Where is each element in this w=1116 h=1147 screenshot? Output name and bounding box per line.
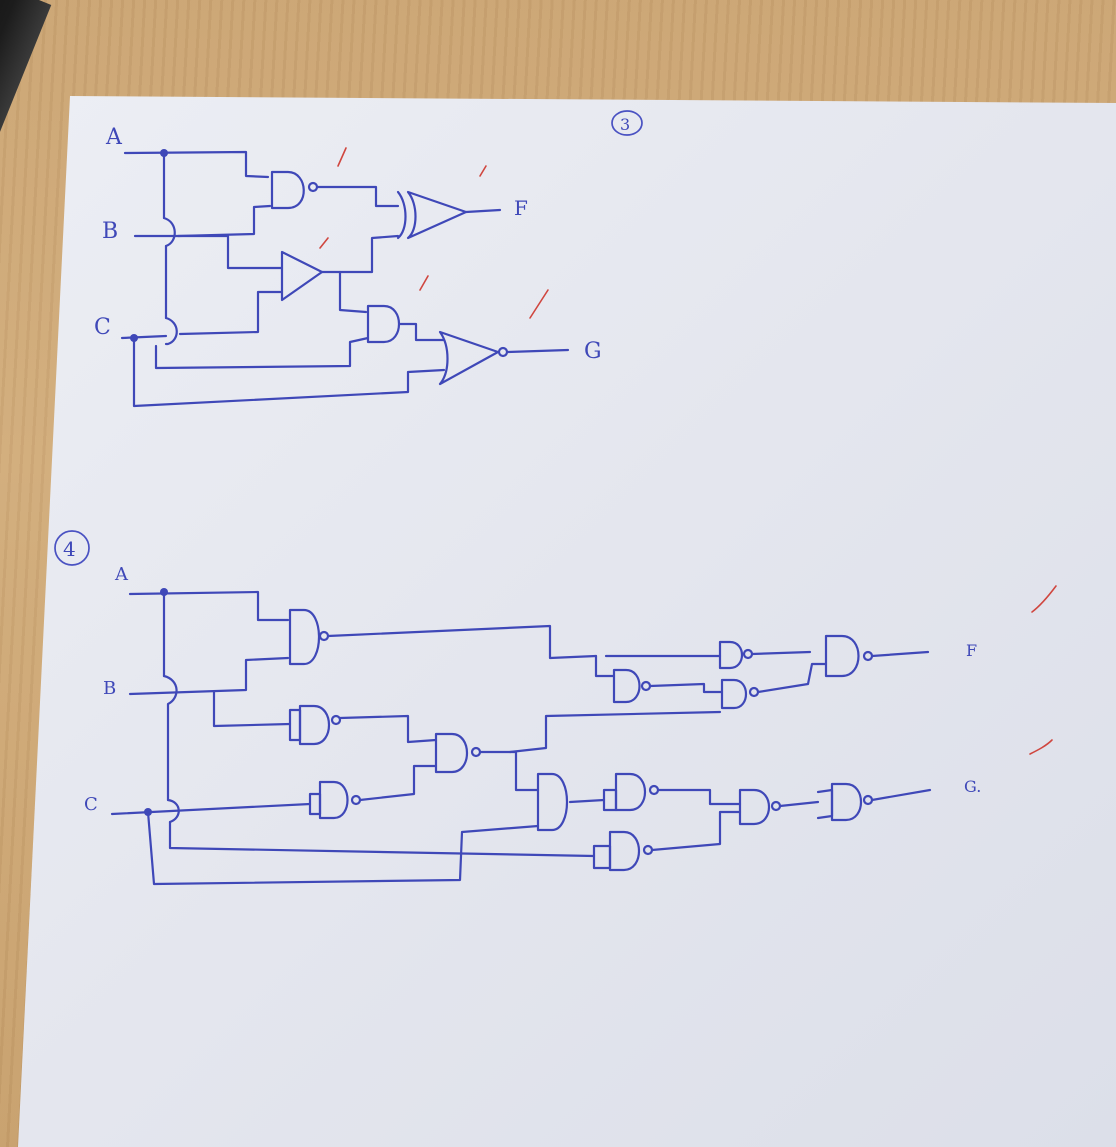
p4-and-g1 — [536, 772, 569, 832]
p4-check-mark-1 — [1031, 585, 1057, 613]
p4-nand-f — [824, 634, 860, 678]
p3-check-mark-4 — [419, 275, 429, 291]
p3-wire-c-hop — [164, 316, 178, 346]
p4-wire-r1-out — [648, 682, 724, 694]
p4-nand-top — [288, 608, 321, 666]
problem-4-number-circle — [54, 530, 90, 566]
p3-and-gate — [366, 304, 400, 344]
p4-nand-g5 — [608, 830, 640, 872]
problem-4-input-a-label: A — [114, 564, 129, 585]
p3-wire-f-out — [464, 208, 502, 214]
p4-wire-nand-center-up — [508, 710, 722, 754]
p3-nand-gate-1 — [270, 170, 305, 210]
p3-check-mark-5 — [529, 289, 549, 319]
problem-3-number-circle — [611, 110, 643, 136]
p4-wire-b-down — [212, 690, 292, 728]
p4-wire-g3-out — [778, 800, 820, 808]
p4-nand-low — [318, 780, 349, 820]
p3-check-mark-3 — [319, 237, 329, 249]
p4-nand-r3 — [720, 678, 748, 710]
problem-3-output-g-label: G — [584, 339, 602, 364]
p3-xor-gate-body — [406, 190, 468, 240]
problem-4-input-c-label: C — [84, 794, 98, 815]
p3-wire-a — [123, 150, 270, 179]
p4-wire-c-bottom-loop — [146, 810, 540, 886]
p3-wire-a-hop-b — [162, 216, 176, 248]
p4-wire-r1-in — [594, 654, 616, 678]
p4-nand-g4 — [830, 782, 862, 822]
p4-nand-g2 — [614, 772, 646, 812]
p3-wire-c-loop — [132, 336, 446, 408]
p4-nand-mid — [298, 704, 330, 746]
p4-wire-b — [128, 656, 290, 696]
p3-wire-buffer-down — [338, 270, 368, 314]
p4-nand-g3 — [738, 788, 770, 826]
p3-check-mark-2 — [479, 165, 487, 177]
p4-wire-nand-mid-out — [338, 714, 438, 744]
p4-wire-nand-low-out — [358, 764, 438, 802]
p4-wire-g2-out — [656, 788, 742, 806]
problem-4-output-f-label: F — [966, 641, 977, 660]
p3-wire-nand1-out — [316, 185, 400, 208]
p3-xor-gate-back — [396, 190, 407, 240]
p3-wire-g-out — [506, 348, 570, 354]
problem-4-number: 4 — [63, 537, 76, 561]
paper-sheet — [18, 96, 1116, 1147]
problem-3-number: 3 — [620, 115, 630, 134]
p3-wire-and-in2 — [154, 336, 370, 370]
circuit-problem-4: 4 A B C — [54, 530, 1057, 886]
p4-wire-nand-top-out — [326, 624, 598, 660]
p4-wire-g-out — [870, 788, 932, 802]
p4-wire-r2-out — [750, 650, 812, 656]
p4-nand-center — [434, 732, 468, 774]
problem-3-input-b-label: B — [102, 219, 118, 244]
problem-3-input-a-label: A — [105, 125, 123, 150]
p4-wire-f-out — [870, 650, 930, 658]
p3-buffer-gate — [280, 250, 324, 302]
p3-wire-and-out — [398, 322, 446, 342]
p4-nand-mid-bubble — [330, 714, 342, 726]
p4-check-mark-2 — [1029, 739, 1053, 755]
p4-nand-r1 — [612, 668, 641, 704]
p4-wire-a — [128, 590, 290, 622]
p3-wire-b-to-nand1 — [176, 204, 272, 238]
p3-wire-buffer-out — [320, 234, 400, 274]
p3-check-mark-1 — [337, 147, 347, 167]
p4-wire-c-mid-loop — [168, 820, 596, 858]
p4-wire-g1-out — [568, 798, 606, 804]
p4-wire-r3-out — [756, 662, 828, 694]
p4-nand-r2 — [718, 640, 744, 670]
circuit-problem-3: 3 A B C F — [94, 110, 643, 408]
p4-wire-nand-center-out — [478, 750, 540, 792]
p3-wire-c — [120, 334, 168, 340]
problem-3-output-f-label: F — [514, 196, 528, 220]
problem-4-input-b-label: B — [103, 678, 116, 699]
p3-nor-gate — [438, 330, 500, 386]
p4-wire-c-hop — [166, 798, 180, 824]
problem-3-input-c-label: C — [94, 315, 111, 340]
p4-wire-g5-out — [650, 810, 742, 852]
problem-4-output-g-label: G. — [964, 777, 981, 796]
p3-wire-c-main — [178, 290, 284, 336]
